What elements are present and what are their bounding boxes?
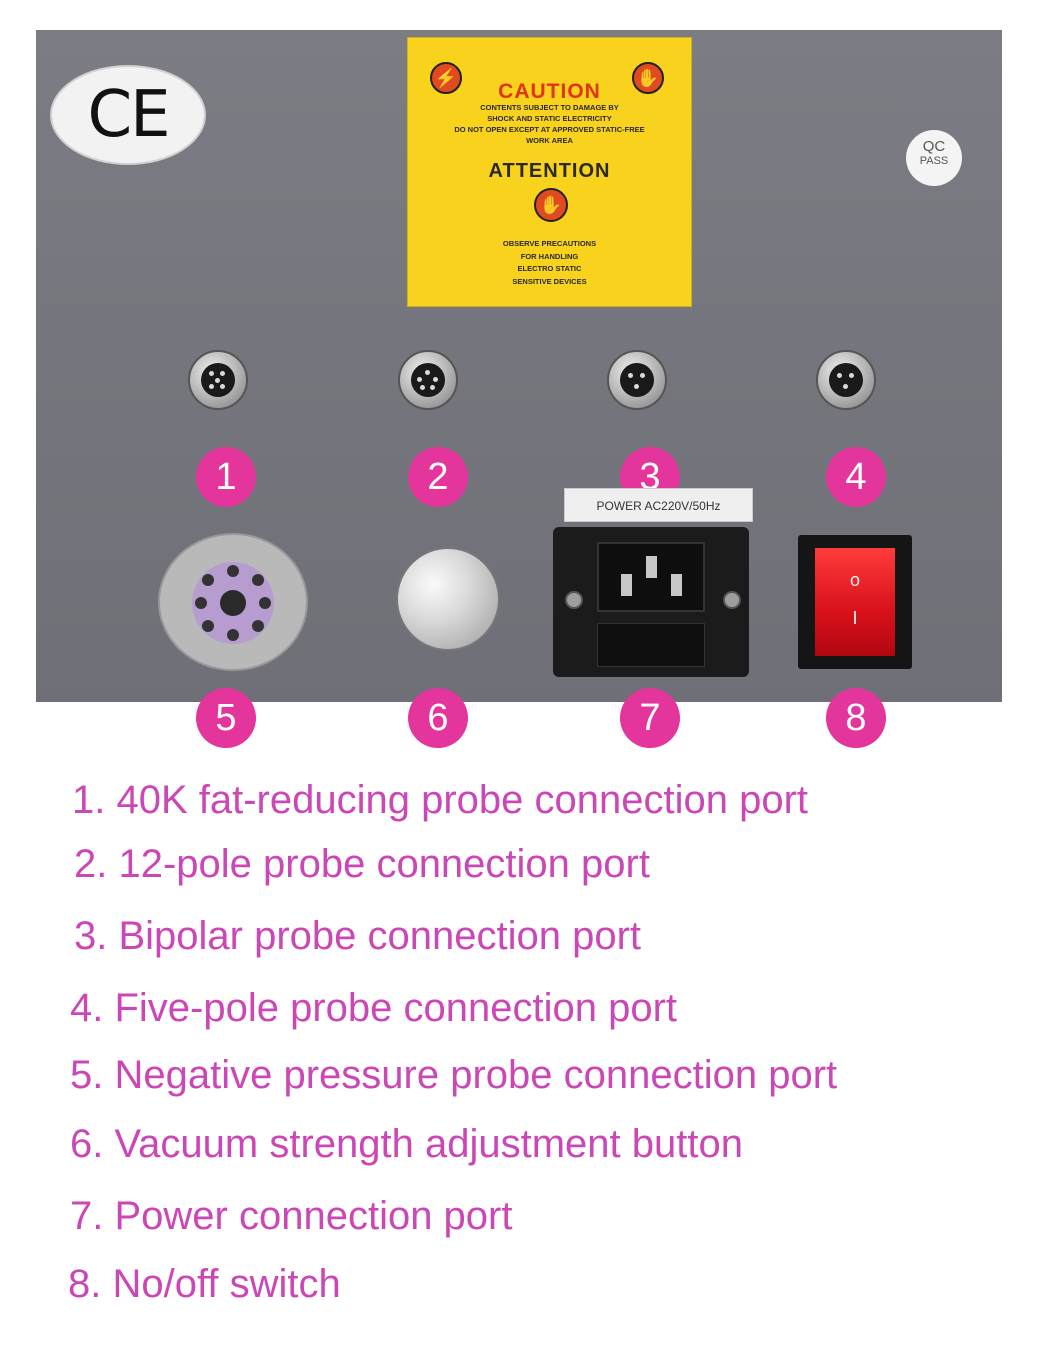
power-socket[interactable]: [553, 527, 749, 677]
screw: [723, 591, 741, 609]
pin: [628, 373, 633, 378]
caution-text: CONTENTS SUBJECT TO DAMAGE BY SHOCK AND …: [408, 102, 691, 146]
pin: [430, 385, 435, 390]
legend-item-8: 8. No/off switch: [68, 1262, 341, 1306]
negative-pressure-socket: [192, 562, 274, 644]
hole: [227, 629, 239, 641]
attention-title: ATTENTION: [488, 160, 611, 182]
hole: [202, 574, 214, 586]
pin: [420, 385, 425, 390]
legend-item-1: 1. 40K fat-reducing probe connection por…: [72, 778, 809, 822]
attention-line: ELECTRO STATIC: [517, 264, 582, 273]
fuse-drawer: [597, 623, 705, 667]
legend-item-7: 7. Power connection port: [70, 1194, 513, 1238]
ce-mark: CE: [50, 65, 206, 165]
qc-text: QC: [922, 138, 946, 155]
negative-pressure-port[interactable]: [158, 533, 308, 671]
attention-line: SENSITIVE DEVICES: [512, 276, 587, 286]
pin: [849, 373, 854, 378]
number-badge-6: 6: [408, 688, 468, 748]
legend-item-3: 3. Bipolar probe connection port: [74, 914, 642, 958]
caution-sticker: ⚡ ✋ CAUTION CONTENTS SUBJECT TO DAMAGE B…: [407, 37, 692, 307]
screw: [565, 591, 583, 609]
pin: [209, 384, 214, 389]
switch-off-mark: o: [849, 570, 860, 590]
connector-socket: [620, 363, 654, 397]
electric-hazard-icon: ⚡: [430, 62, 462, 94]
pin: [220, 384, 225, 389]
number-badge-1: 1: [196, 447, 256, 507]
pin: [209, 371, 214, 376]
connector-port-1[interactable]: [188, 350, 248, 410]
number-badge-5: 5: [196, 688, 256, 748]
hole: [195, 597, 207, 609]
hole: [259, 597, 271, 609]
power-inlet: [597, 542, 705, 612]
switch-on-mark: I: [852, 608, 858, 628]
caution-line: SHOCK AND STATIC ELECTRICITY: [487, 114, 612, 123]
static-hand-icon: ✋: [534, 188, 568, 222]
legend-item-2: 2. 12-pole probe connection port: [74, 842, 650, 886]
connector-socket: [411, 363, 445, 397]
hole: [252, 574, 264, 586]
prong: [671, 574, 682, 596]
attention-line: OBSERVE PRECAUTIONS: [502, 239, 597, 248]
caution-line: CONTENTS SUBJECT TO DAMAGE BY: [480, 103, 619, 112]
qc-pass-sticker: QC PASS: [906, 130, 962, 186]
pin: [634, 384, 639, 389]
caution-line: DO NOT OPEN EXCEPT AT APPROVED STATIC-FR…: [454, 125, 645, 134]
hole: [227, 565, 239, 577]
connector-port-2[interactable]: [398, 350, 458, 410]
number-badge-2: 2: [408, 447, 468, 507]
pin: [417, 377, 422, 382]
attention-text: OBSERVE PRECAUTIONS FOR HANDLING ELECTRO…: [408, 238, 691, 288]
pin: [220, 371, 225, 376]
attention-line: FOR HANDLING: [520, 251, 579, 261]
connector-port-4[interactable]: [816, 350, 876, 410]
connector-port-3[interactable]: [607, 350, 667, 410]
hole: [202, 620, 214, 632]
number-badge-8: 8: [826, 688, 886, 748]
caution-line: WORK AREA: [526, 136, 573, 145]
prong: [646, 556, 657, 578]
pin: [640, 373, 645, 378]
pin: [425, 370, 430, 375]
pin: [433, 377, 438, 382]
pin: [843, 384, 848, 389]
prong: [621, 574, 632, 596]
connector-socket: [201, 363, 235, 397]
power-rating-label: POWER AC220V/50Hz: [564, 488, 753, 522]
hand-warning-icon: ✋: [632, 62, 664, 94]
connector-socket: [829, 363, 863, 397]
legend-item-5: 5. Negative pressure probe connection po…: [70, 1053, 838, 1097]
pin: [837, 373, 842, 378]
on-off-switch[interactable]: o I: [798, 535, 912, 669]
pass-text: PASS: [919, 155, 949, 167]
number-badge-7: 7: [620, 688, 680, 748]
switch-rocker: o I: [815, 548, 895, 656]
caution-title: CAUTION: [498, 80, 601, 103]
number-badge-4: 4: [826, 447, 886, 507]
legend-item-6: 6. Vacuum strength adjustment button: [70, 1122, 743, 1166]
legend-item-4: 4. Five-pole probe connection port: [70, 986, 678, 1030]
pin: [215, 378, 220, 383]
center-hole: [220, 590, 246, 616]
hole: [252, 620, 264, 632]
vacuum-strength-knob[interactable]: [396, 547, 500, 651]
